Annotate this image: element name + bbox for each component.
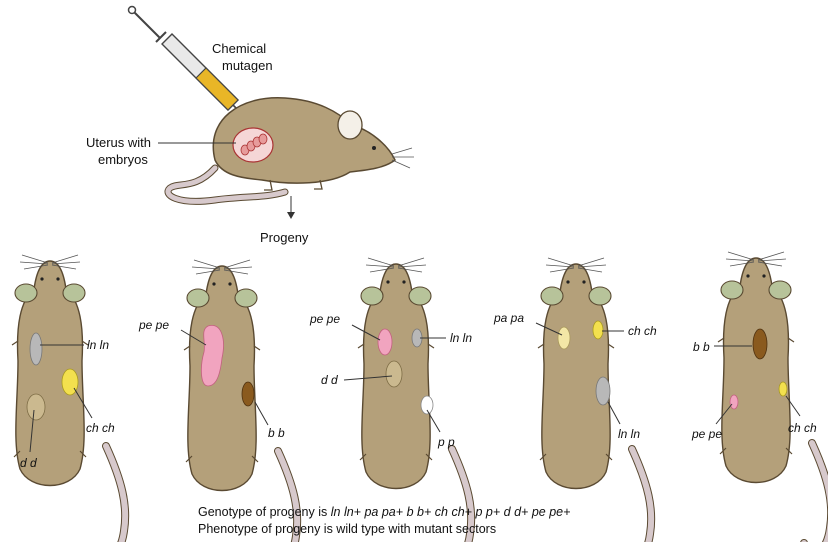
- mouse1-lnln-label: ln ln: [87, 338, 109, 352]
- term-4: b: [407, 505, 414, 519]
- term-13: pe+: [548, 505, 570, 519]
- progeny-mouse-3: [358, 258, 471, 542]
- term-9: p+: [485, 505, 500, 519]
- term-0: ln: [331, 505, 341, 519]
- term-11: d+: [514, 505, 528, 519]
- uterus-label-line1: Uterus with: [86, 135, 151, 150]
- mouse4-papa-label: pa pa: [493, 311, 524, 325]
- mouse3-lnln-label: ln ln: [450, 331, 472, 345]
- sector-ch-ch: [779, 382, 787, 396]
- term-1: ln+: [344, 505, 361, 519]
- mouse1-dd-label: d d: [20, 456, 37, 470]
- sector-b-b: [753, 329, 767, 359]
- term-2: pa: [363, 505, 378, 519]
- sector-ln-ln: [596, 377, 610, 405]
- term-3: pa+: [381, 505, 403, 519]
- mouse2-bb-label: b b: [268, 426, 285, 440]
- sector-ch-ch: [593, 321, 603, 339]
- progeny-mouse-2: [184, 260, 297, 542]
- mouse3-pepe-label: pe pe: [309, 312, 340, 326]
- mutagen-label-line2: mutagen: [222, 58, 273, 73]
- sector-p-p: [421, 396, 433, 414]
- progeny-mouse-4: [538, 258, 651, 542]
- term-10: d: [504, 505, 512, 519]
- genotype-caption: Genotype of progeny is ln ln+ pa pa+ b b…: [198, 505, 570, 519]
- phenotype-caption: Phenotype of progeny is wild type with m…: [198, 522, 496, 536]
- progeny-mouse-5: [718, 252, 828, 542]
- pregnant-mouse: [168, 98, 414, 202]
- down-arrow: [287, 196, 295, 219]
- term-7: ch+: [451, 505, 472, 519]
- mouse3-dd-label: d d: [321, 373, 338, 387]
- progeny-label: Progeny: [260, 230, 309, 245]
- sector-pe-pe: [730, 395, 738, 409]
- uterus-label-line2: embryos: [98, 152, 148, 167]
- mouse1-chch-label: ch ch: [86, 421, 115, 435]
- mutagen-label-line1: Chemical: [212, 41, 266, 56]
- genotype-prefix: Genotype of progeny is: [198, 505, 331, 519]
- mouse4-chch-label: ch ch: [628, 324, 657, 338]
- mouse5-chch-label: ch ch: [788, 421, 817, 435]
- term-12: pe: [531, 505, 546, 519]
- mouse2-pepe-label: pe pe: [138, 318, 169, 332]
- mouse4-lnln-label: ln ln: [618, 427, 640, 441]
- sector-pe-pe: [378, 329, 392, 355]
- sector-d-d: [386, 361, 402, 387]
- mouse5-pepe-label: pe pe: [691, 427, 722, 441]
- mouse3-pp-label: p p: [437, 435, 455, 449]
- term-6: ch: [435, 505, 448, 519]
- sector-ln-ln: [30, 333, 42, 365]
- term-8: p: [474, 505, 482, 519]
- mouse5-bb-label: b b: [693, 340, 710, 354]
- sector-b-b: [242, 382, 254, 406]
- progeny-mouse-1: [12, 255, 125, 542]
- sector-d-d: [27, 394, 45, 420]
- term-5: b+: [417, 505, 431, 519]
- sector-pa-pa: [558, 327, 570, 349]
